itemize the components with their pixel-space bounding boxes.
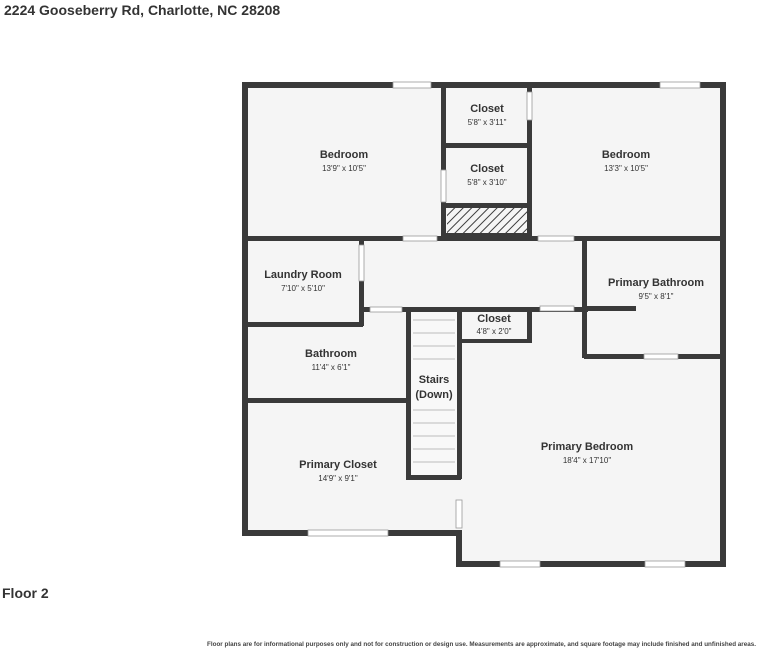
svg-text:13'9" x 10'5": 13'9" x 10'5" <box>322 164 366 173</box>
room-primary-bedroom: Primary Bedroom 18'4" x 17'10" <box>541 441 634 465</box>
room-bedroom-right: Bedroom 13'3" x 10'5" <box>602 149 651 173</box>
svg-text:Primary Bathroom: Primary Bathroom <box>608 277 704 289</box>
svg-text:Primary Bedroom: Primary Bedroom <box>541 441 634 453</box>
svg-text:14'9" x 9'1": 14'9" x 9'1" <box>318 474 358 483</box>
room-closet-small: Closet 4'8" x 2'0" <box>477 313 512 336</box>
room-primary-closet: Primary Closet 14'9" x 9'1" <box>299 459 377 483</box>
svg-text:Laundry Room: Laundry Room <box>264 269 342 281</box>
property-address: 2224 Gooseberry Rd, Charlotte, NC 28208 <box>4 2 281 18</box>
room-closet-top: Closet 5'8" x 3'11" <box>468 103 507 127</box>
svg-text:4'8" x 2'0": 4'8" x 2'0" <box>477 327 512 336</box>
walls <box>242 82 726 567</box>
room-laundry: Laundry Room 7'10" x 5'10" <box>264 269 342 293</box>
floor-area <box>246 85 722 563</box>
svg-text:Primary Closet: Primary Closet <box>299 459 377 471</box>
svg-text:Bedroom: Bedroom <box>320 149 369 161</box>
openings <box>307 81 701 568</box>
room-bedroom-left: Bedroom 13'9" x 10'5" <box>320 149 369 173</box>
stairs-label: Stairs (Down) <box>415 374 453 401</box>
svg-text:5'8" x 3'11": 5'8" x 3'11" <box>468 118 507 127</box>
svg-text:7'10" x 5'10": 7'10" x 5'10" <box>281 284 325 293</box>
svg-text:11'4" x 6'1": 11'4" x 6'1" <box>312 363 351 372</box>
svg-text:9'5" x 8'1": 9'5" x 8'1" <box>639 292 674 301</box>
room-primary-bathroom: Primary Bathroom 9'5" x 8'1" <box>608 277 704 301</box>
svg-text:18'4" x 17'10": 18'4" x 17'10" <box>563 456 611 465</box>
svg-text:Closet: Closet <box>470 103 504 115</box>
svg-text:Closet: Closet <box>477 313 511 325</box>
svg-text:Bathroom: Bathroom <box>305 348 357 360</box>
room-bathroom: Bathroom 11'4" x 6'1" <box>305 348 357 372</box>
disclaimer: Floor plans are for informational purpos… <box>207 641 756 648</box>
svg-text:Stairs: Stairs <box>419 374 450 386</box>
floor-label: Floor 2 <box>2 585 49 601</box>
svg-text:(Down): (Down) <box>415 389 453 401</box>
room-closet-mid: Closet 5'8" x 3'10" <box>467 163 507 187</box>
hatched-chase <box>447 207 529 235</box>
svg-text:Closet: Closet <box>470 163 504 175</box>
svg-text:Bedroom: Bedroom <box>602 149 651 161</box>
svg-text:5'8" x 3'10": 5'8" x 3'10" <box>467 178 507 187</box>
svg-text:13'3" x 10'5": 13'3" x 10'5" <box>604 164 648 173</box>
stairs <box>411 312 457 478</box>
